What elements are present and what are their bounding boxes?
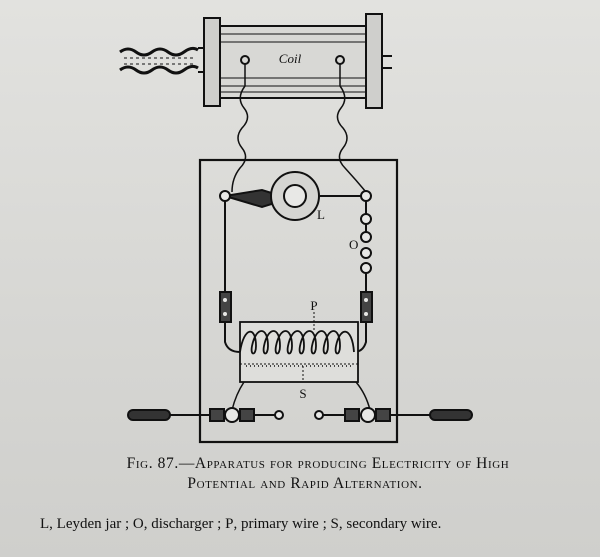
- legend-key-o: O: [132, 516, 144, 532]
- figure-caption: Fig. 87.—Apparatus for producing Electri…: [0, 454, 600, 494]
- apparatus-diagram: Coil L: [119, 13, 473, 444]
- legend-text-s: , secondary wire.: [338, 516, 442, 532]
- coil-leads: [231, 64, 367, 193]
- discharger: [353, 190, 373, 353]
- primary-label: P: [310, 298, 317, 313]
- base-board: [198, 158, 399, 444]
- leyden-jar-label: L: [317, 207, 325, 222]
- discharger-label: O: [349, 237, 358, 252]
- caption-line-2: Potential and Rapid Alternation.: [187, 475, 423, 492]
- coil-label: Coil: [279, 51, 302, 66]
- leyden-jar: [224, 171, 366, 221]
- legend-key-s: S: [330, 516, 339, 532]
- left-conductor: [219, 190, 241, 353]
- legend-key-p: P: [225, 516, 234, 532]
- legend-text-o: , discharger ;: [143, 516, 226, 532]
- right-terminal: [314, 407, 473, 423]
- primary-wire: [239, 330, 355, 355]
- secondary-label: S: [299, 386, 306, 401]
- legend-key-l: L: [40, 516, 50, 532]
- figure-legend: L, Leyden jar ; O, discharger ; P, prima…: [40, 514, 600, 534]
- caption-line-1: Fig. 87.—Apparatus for producing Electri…: [126, 455, 510, 472]
- legend-text-l: , Leyden jar ;: [49, 516, 133, 532]
- input-cable: [119, 46, 199, 75]
- left-terminal: [127, 407, 284, 423]
- legend-text-p: , primary wire ;: [233, 516, 331, 532]
